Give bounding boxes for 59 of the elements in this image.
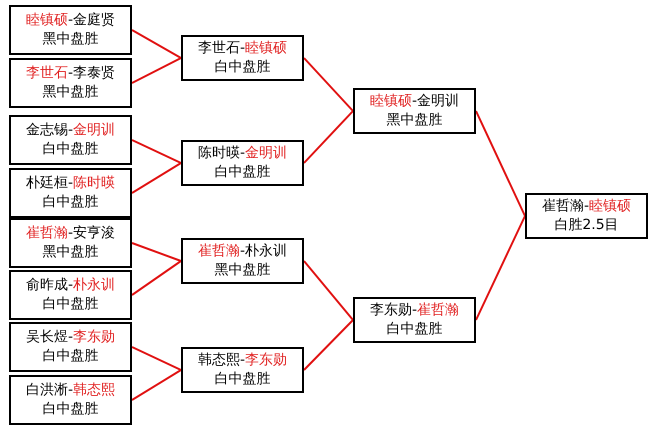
match-players: 崔哲瀚-安亨浚 xyxy=(26,224,116,243)
match-box xyxy=(525,193,648,239)
match-result: 黑中盘胜 xyxy=(214,261,270,280)
match-box xyxy=(353,88,476,134)
bracket-line xyxy=(303,110,354,164)
bracket-line xyxy=(132,29,182,59)
match-box xyxy=(9,322,132,372)
match-players: 陈时暎-金明训 xyxy=(198,144,288,163)
match-result: 黑中盘胜 xyxy=(42,30,98,49)
match-box xyxy=(353,297,476,343)
bracket-line xyxy=(303,57,354,112)
match-players: 崔哲瀚-朴永训 xyxy=(198,242,288,261)
match-result: 白中盘胜 xyxy=(214,163,270,182)
match-box xyxy=(181,238,304,284)
match-players: 白洪淅-韩态熙 xyxy=(26,381,116,400)
bracket-line xyxy=(303,260,354,321)
match-result: 黑中盘胜 xyxy=(42,243,98,262)
match-box xyxy=(9,5,132,55)
match-result: 白中盘胜 xyxy=(386,320,442,339)
match-result: 白中盘胜 xyxy=(214,370,270,389)
match-result: 白中盘胜 xyxy=(42,295,98,314)
bracket-line xyxy=(132,346,182,371)
bracket-line xyxy=(131,260,182,296)
match-result: 白胜2.5目 xyxy=(554,216,619,235)
match-players: 朴廷桓-陈时暎 xyxy=(26,174,116,193)
match-result: 黑中盘胜 xyxy=(386,111,442,130)
bracket-line xyxy=(475,216,526,320)
match-players: 崔哲瀚-睦镇硕 xyxy=(542,197,632,216)
match-box xyxy=(9,270,132,320)
bracket-line xyxy=(132,139,182,164)
match-box xyxy=(9,375,132,425)
match-players: 俞昨成-朴永训 xyxy=(26,276,116,295)
bracket-line xyxy=(303,319,354,371)
match-box xyxy=(181,35,304,81)
match-players: 李世石-李泰贤 xyxy=(26,64,116,83)
match-players: 李世石-睦镇硕 xyxy=(198,39,288,58)
match-box xyxy=(181,347,304,393)
match-result: 白中盘胜 xyxy=(42,347,98,366)
match-result: 白中盘胜 xyxy=(42,193,98,212)
match-box xyxy=(9,168,132,218)
match-result: 白中盘胜 xyxy=(214,58,270,77)
match-result: 白中盘胜 xyxy=(42,140,98,159)
match-result: 白中盘胜 xyxy=(42,400,98,419)
bracket-line xyxy=(475,110,526,216)
match-box xyxy=(9,115,132,165)
match-players: 睦镇硕-金明训 xyxy=(370,92,460,111)
match-players: 睦镇硕-金庭贤 xyxy=(26,11,116,30)
match-box xyxy=(181,140,304,186)
match-box xyxy=(9,58,132,108)
match-players: 李东勋-崔哲瀚 xyxy=(370,301,460,320)
match-players: 韩态熙-李东勋 xyxy=(198,351,288,370)
bracket-line xyxy=(131,369,182,401)
bracket-line xyxy=(132,57,182,84)
bracket-line xyxy=(131,162,182,194)
match-players: 吴长煜-李东勋 xyxy=(26,328,116,347)
bracket-line xyxy=(132,242,182,262)
match-result: 黑中盘胜 xyxy=(42,83,98,102)
match-box xyxy=(9,218,132,268)
match-players: 金志锡-金明训 xyxy=(26,121,116,140)
